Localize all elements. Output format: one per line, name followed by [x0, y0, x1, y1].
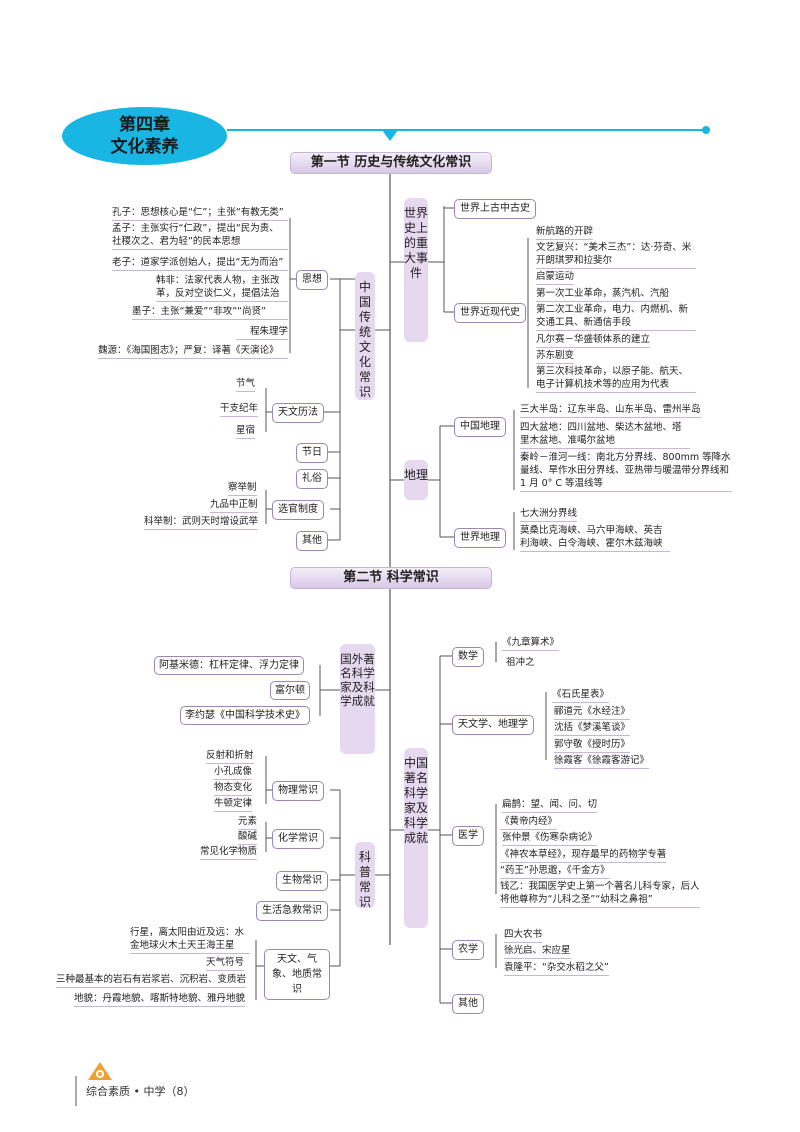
china-geo-item-2: 四大盆地：四川盆地、柴达木盆地、塔里木盆地、准噶尔盆地: [520, 421, 690, 449]
agriculture-item-3: 袁隆平：“杂交水稻之父”: [504, 961, 609, 976]
official-item-1: 察举制: [228, 481, 257, 496]
astronomy-item-4: 郭守敬《授时历》: [554, 738, 631, 753]
modern-item-3: 启蒙运动: [536, 270, 575, 285]
astronomy-item-3: 沈括《梦溪笔谈》: [554, 721, 631, 736]
chemistry-node: 化学常识: [272, 829, 324, 849]
calendar-node: 天文历法: [272, 403, 324, 423]
astro-item-3: 三种最基本的岩石有岩浆岩、沉积岩、变质岩: [56, 973, 247, 988]
geography-node: 地理: [404, 460, 428, 500]
foreign-item-2: 富尔顿: [270, 681, 310, 700]
world-geo-item-2: 莫桑比克海峡、马六甲海峡、英吉利海峡、白令海峡、霍尔木兹海峡: [520, 524, 670, 552]
medicine-item-4: 《神农本草经》，现存最早的药物学专著: [500, 848, 667, 863]
medicine-item-6: 钱乙：我国医学史上第一个著名儿科专家，后人将他尊称为“儿科之圣”“幼科之鼻祖”: [500, 880, 700, 908]
medicine-item-5: “药王”孙思邈，《千金方》: [500, 864, 610, 879]
astro-item-4: 地貌：丹霞地貌、喀斯特地貌、雅丹地貌: [74, 992, 246, 1007]
chinese-scientists-node: 中国著名科学家及科学成就: [404, 748, 428, 928]
foreign-item-1: 阿基米德：杠杆定律、浮力定律: [154, 656, 304, 675]
math-item-1: 《九章算术》: [502, 636, 560, 651]
china-geography-node: 中国地理: [454, 417, 506, 437]
modern-item-1: 新航路的开辟: [536, 225, 594, 240]
biology-node: 生物常识: [276, 871, 328, 891]
medicine-item-3: 张仲景《伤寒杂病论》: [502, 831, 598, 846]
emergency-node: 生活急救常识: [256, 901, 328, 921]
calendar-item-1: 节气: [236, 377, 256, 392]
page-footer: 综合素质 • 中学（8）: [86, 1085, 195, 1098]
other-node-1: 其他: [296, 531, 328, 551]
official-item-3: 科举制：武则天时增设武举: [144, 515, 259, 530]
astro-node: 天文、气象、地质常识: [264, 949, 330, 1000]
world-geography-node: 世界地理: [454, 528, 506, 548]
chapter-title: 文化素养: [110, 137, 179, 157]
official-item-2: 九品中正制: [210, 498, 258, 513]
other-node-2: 其他: [452, 994, 484, 1014]
astronomy-item-1: 《石氏星表》: [552, 688, 610, 703]
thought-item-4: 韩非：法家代表人物，主张改革，反对空谈仁义，提倡法治: [156, 274, 288, 302]
thought-item-7: 魏源：《海国图志》；严复：译著《天演论》: [98, 344, 288, 359]
astronomy-item-5: 徐霞客《徐霞客游记》: [554, 754, 650, 769]
modern-item-7: 苏东剧变: [536, 349, 575, 364]
etiquette-node: 礼俗: [296, 469, 328, 489]
physics-item-3: 物态变化: [214, 781, 253, 796]
modern-item-6: 凡尔赛－华盛顿体系的建立: [536, 333, 651, 348]
chapter-badge: 第四章 文化素养: [62, 107, 227, 165]
agriculture-item-2: 徐光启、宋应星: [504, 944, 571, 959]
modern-item-4: 第一次工业革命，蒸汽机、汽船: [536, 287, 670, 302]
agriculture-node: 农学: [452, 940, 484, 960]
medicine-item-1: 扁鹊：望、闻、问、切: [502, 798, 598, 813]
ancient-history-node: 世界上古中古史: [454, 199, 536, 219]
calendar-item-2: 干支纪年: [220, 402, 259, 417]
thought-item-3: 老子：道家学派创始人，提出“无为而治”: [112, 256, 288, 271]
modern-history-node: 世界近现代史: [454, 303, 526, 323]
physics-node: 物理常识: [272, 781, 324, 801]
official-node: 选官制度: [272, 500, 324, 520]
thought-item-1: 孔子：思想核心是“仁”；主张“有教无类”: [112, 206, 288, 221]
astro-item-1: 行星，离太阳由近及远：水金地球火木土天王海王星: [130, 926, 250, 954]
modern-item-2: 文艺复兴：“美术三杰”：达·芬奇、米开朗琪罗和拉斐尔: [536, 241, 696, 269]
physics-item-2: 小孔成像: [214, 765, 253, 780]
chapter-number: 第四章: [119, 115, 170, 135]
chemistry-item-2: 酸碱: [238, 830, 258, 845]
foreign-item-3: 李约瑟《中国科学技术史》: [180, 706, 310, 725]
medicine-item-2: 《黄帝内经》: [500, 815, 558, 830]
astronomy-node: 天文学、地理学: [452, 715, 534, 735]
festival-node: 节日: [296, 443, 328, 463]
section1-title: 第一节 历史与传统文化常识: [290, 152, 492, 174]
thought-item-5: 墨子：主张“兼爱”“非攻”“尚贤”: [132, 305, 288, 320]
section2-title: 第二节 科学常识: [290, 567, 492, 589]
culture-node: 中国传统文化常识: [355, 272, 375, 400]
modern-item-8: 第三次科技革命，以原子能、航天、电子计算机技术等的应用为代表: [536, 365, 696, 393]
thought-item-6: 程朱理学: [236, 325, 288, 340]
agriculture-item-1: 四大农书: [504, 928, 543, 943]
world-geo-item-1: 七大洲分界线: [520, 507, 578, 522]
math-node: 数学: [452, 647, 484, 667]
thought-item-2: 孟子：主张实行“仁政”，提出“民为贵、社稷次之、君为轻”的民本思想: [112, 222, 288, 250]
astro-item-2: 天气符号: [206, 956, 245, 971]
modern-item-5: 第二次工业革命，电力、内燃机、新交通工具、新通信手段: [536, 303, 696, 331]
math-item-2: 祖冲之: [506, 657, 535, 668]
astronomy-item-2: 郦道元《水经注》: [554, 705, 631, 720]
world-events-node: 世界史上的重大事件: [404, 198, 428, 342]
calendar-item-3: 星宿: [236, 424, 256, 439]
china-geo-item-1: 三大半岛：辽东半岛、山东半岛、雷州半岛: [520, 403, 701, 418]
foreign-scientists-node: 国外著名科学家及科学成就: [340, 644, 375, 754]
medicine-node: 医学: [452, 826, 484, 846]
thought-node: 思想: [296, 270, 328, 290]
physics-item-1: 反射和折射: [206, 749, 254, 764]
physics-item-4: 牛顿定律: [214, 797, 253, 812]
chemistry-item-1: 元素: [238, 815, 258, 830]
chemistry-item-3: 常见化学物质: [200, 845, 258, 860]
popular-science-node: 科普常识: [355, 842, 375, 909]
china-geo-item-3: 秦岭－淮河一线：南北方分界线、800mm 等降水量线、旱作水田分界线、亚热带与暖…: [520, 451, 732, 492]
